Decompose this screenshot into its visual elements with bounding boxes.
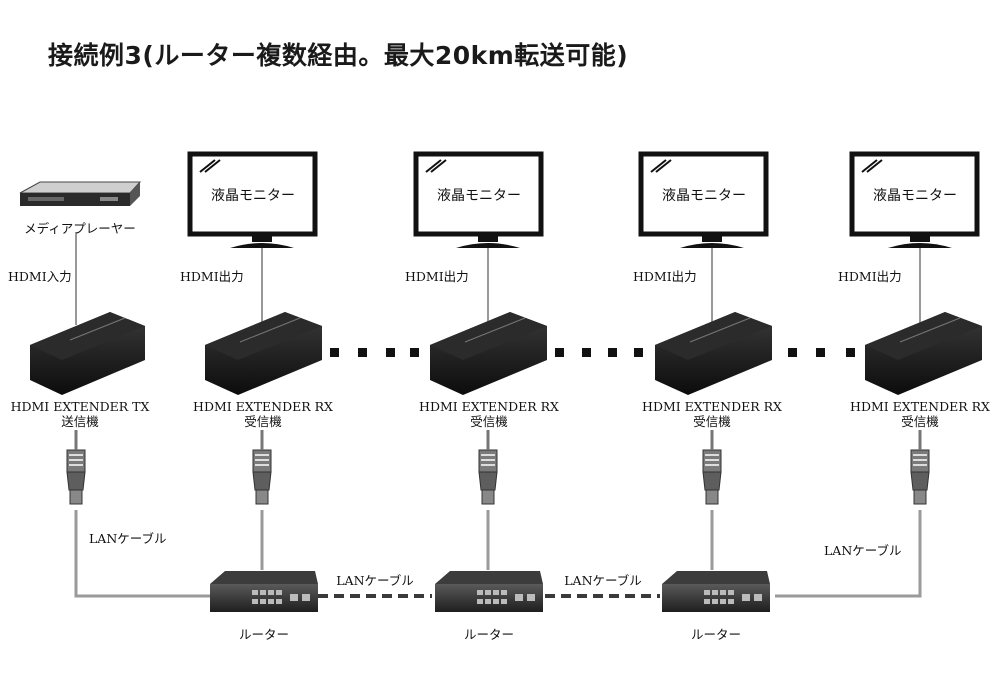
rx-name: HDMI EXTENDER RX bbox=[850, 399, 990, 414]
router-label-1: ルーター bbox=[238, 627, 290, 642]
rj45-connector-icon-rx2 bbox=[478, 449, 498, 505]
tx-label: HDMI EXTENDER TX 送信機 bbox=[11, 399, 150, 429]
rx-role: 受信機 bbox=[693, 414, 731, 429]
hdmi-lines bbox=[75, 232, 921, 325]
router-icon-1 bbox=[210, 571, 318, 612]
rx-name: HDMI EXTENDER RX bbox=[193, 399, 333, 414]
rj45-connector-icon-rx4 bbox=[910, 449, 930, 505]
rx-label-1: HDMI EXTENDER RX 受信機 bbox=[193, 399, 333, 429]
rx-name: HDMI EXTENDER RX bbox=[642, 399, 782, 414]
page-title: 接続例3(ルーター複数経由。最大20km転送可能) bbox=[48, 41, 629, 70]
extender-rx-icon-1 bbox=[205, 312, 322, 395]
router-label-2: ルーター bbox=[463, 627, 515, 642]
hdmi-output-label-4: HDMI出力 bbox=[838, 269, 902, 284]
hdmi-output-label-1: HDMI出力 bbox=[180, 269, 244, 284]
lan-cable-label-link1: LANケーブル bbox=[336, 573, 414, 588]
rj45-connector-icon-rx1 bbox=[252, 449, 272, 505]
media-player-icon bbox=[19, 181, 142, 206]
monitor-label-2: 液晶モニター bbox=[437, 188, 521, 204]
rx-role: 受信機 bbox=[244, 414, 282, 429]
extender-rx-icon-2 bbox=[430, 312, 547, 395]
connector-stubs bbox=[74, 430, 922, 450]
lan-cable-label-right: LANケーブル bbox=[824, 543, 902, 558]
monitor-label-3: 液晶モニター bbox=[662, 188, 746, 204]
tx-role: 送信機 bbox=[61, 414, 99, 429]
lan-cable-lines bbox=[74, 510, 922, 598]
lan-cable-tx bbox=[74, 510, 210, 598]
rj45-connector-icon-tx bbox=[66, 449, 86, 505]
lan-cable-rx4 bbox=[775, 510, 922, 598]
monitor-label-4: 液晶モニター bbox=[873, 188, 957, 204]
rx-label-4: HDMI EXTENDER RX 受信機 bbox=[850, 399, 990, 429]
rx-label-2: HDMI EXTENDER RX 受信機 bbox=[419, 399, 559, 429]
extender-rx-icon-4 bbox=[865, 312, 982, 395]
hdmi-output-label-3: HDMI出力 bbox=[633, 269, 697, 284]
hdmi-output-label-2: HDMI出力 bbox=[405, 269, 469, 284]
lan-cable-label-link2: LANケーブル bbox=[564, 573, 642, 588]
rx-label-3: HDMI EXTENDER RX 受信機 bbox=[642, 399, 782, 429]
extension-dots bbox=[330, 348, 855, 357]
rx-role: 受信機 bbox=[901, 414, 939, 429]
lan-cable-label-left: LANケーブル bbox=[89, 531, 167, 546]
extender-rx-icon-3 bbox=[655, 312, 772, 395]
extender-tx-icon bbox=[30, 312, 145, 395]
router-icon-2 bbox=[435, 571, 543, 612]
monitor-label-1: 液晶モニター bbox=[211, 188, 295, 204]
rx-role: 受信機 bbox=[470, 414, 508, 429]
rj45-connector-icon-rx3 bbox=[702, 449, 722, 505]
router-label-3: ルーター bbox=[690, 627, 742, 642]
monitor-icon-2 bbox=[413, 151, 544, 248]
monitor-icon-4 bbox=[849, 151, 980, 248]
rx-name: HDMI EXTENDER RX bbox=[419, 399, 559, 414]
monitor-icon-3 bbox=[638, 151, 769, 248]
router-icon-3 bbox=[662, 571, 770, 612]
tx-name: HDMI EXTENDER TX bbox=[10, 399, 150, 414]
media-player-label: メディアプレーヤー bbox=[24, 221, 136, 236]
monitor-icon-1 bbox=[187, 151, 318, 248]
hdmi-input-label: HDMI入力 bbox=[8, 269, 72, 284]
